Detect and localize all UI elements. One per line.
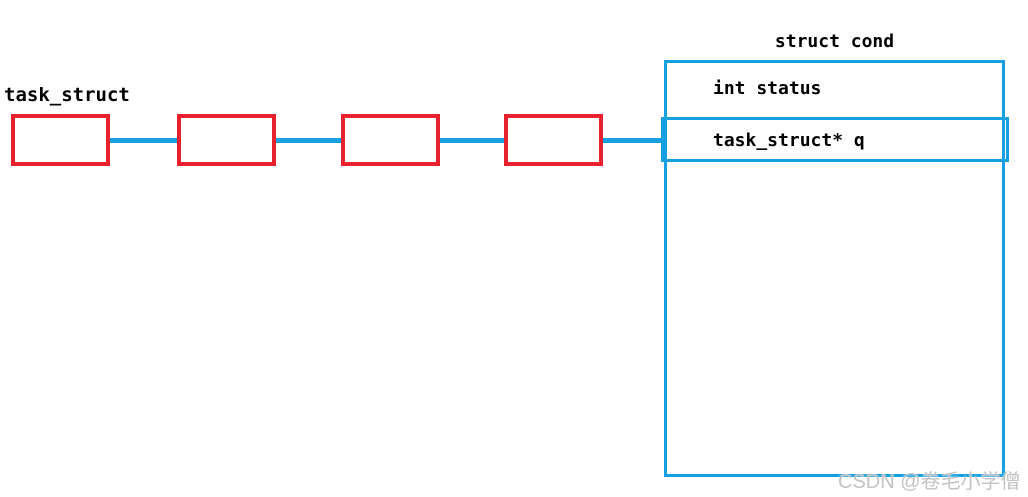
- list-link-line-1: [110, 138, 177, 143]
- task-struct-node-2: [177, 114, 276, 166]
- list-link-line-3: [440, 138, 504, 143]
- struct-cond-q-row-box: [661, 117, 1009, 162]
- struct-cond-title: struct cond: [774, 31, 895, 52]
- field-int-status: int status: [713, 78, 822, 99]
- struct-cond-box: [664, 60, 1005, 477]
- csdn-watermark: CSDN @卷毛小学僧: [838, 471, 1021, 493]
- task-struct-list-label: task_struct: [4, 84, 130, 106]
- field-task-struct-pointer-q: task_struct* q: [713, 130, 865, 151]
- task-struct-node-3: [341, 114, 440, 166]
- list-link-line-2: [276, 138, 341, 143]
- list-to-struct-link-line: [603, 138, 665, 143]
- task-struct-node-4: [504, 114, 603, 166]
- task-struct-node-1: [11, 114, 110, 166]
